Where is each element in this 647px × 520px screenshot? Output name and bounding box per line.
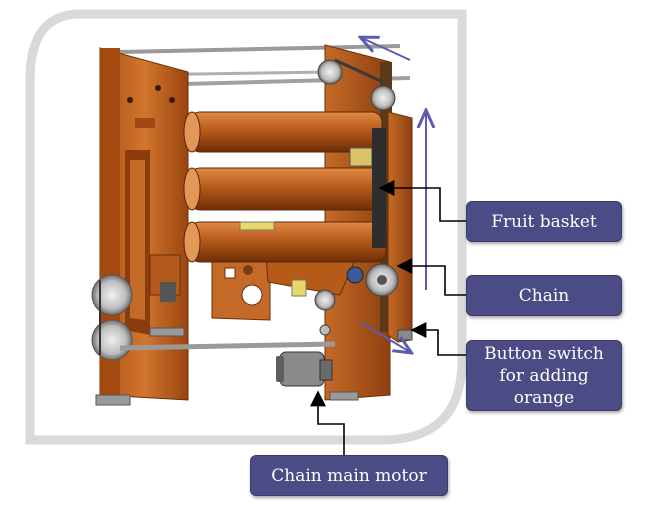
motion-arrow-icon (360, 38, 426, 352)
fruit-basket-drum (183, 167, 387, 211)
motor-icon (276, 351, 333, 387)
leader-lines (310, 180, 466, 455)
sprocket-icon (314, 289, 336, 311)
chain-label: Chain (466, 275, 622, 316)
sprocket-icon (91, 274, 133, 316)
chain-main-motor-label: Chain main motor (250, 455, 448, 496)
fruit-basket-label: Fruit basket (466, 201, 622, 242)
sprocket-icon (317, 59, 343, 85)
sprocket-icon (370, 85, 396, 111)
fruit-basket-drum (183, 221, 387, 263)
machine-frame-drawing (91, 44, 413, 406)
sprocket-icon (91, 319, 133, 361)
button-switch-label: Button switch for adding orange (466, 340, 622, 411)
fruit-basket-drum (183, 111, 383, 153)
